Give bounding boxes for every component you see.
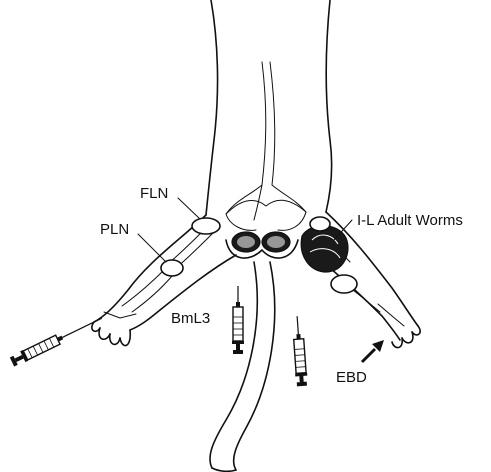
- fln-pointer: [178, 198, 200, 219]
- label-iladult: I-L Adult Worms: [357, 212, 463, 229]
- pln-node: [161, 260, 183, 276]
- ebd-arrow: [362, 340, 384, 362]
- label-ebd: EBD: [336, 369, 367, 386]
- syringe-left-icon: [9, 313, 104, 368]
- label-pln: PLN: [100, 221, 129, 238]
- label-bml3: BmL3: [171, 310, 210, 327]
- pln-pointer: [138, 234, 166, 262]
- inguinal-region: [226, 226, 348, 272]
- label-fln: FLN: [140, 185, 168, 202]
- body-outline: [206, 0, 332, 220]
- syringe-bml3-icon: [232, 286, 244, 354]
- right-node-lower: [331, 275, 357, 293]
- syringe-right-icon: [291, 316, 308, 387]
- right-node-upper: [310, 217, 330, 231]
- fln-node: [192, 218, 220, 234]
- tail: [210, 262, 275, 471]
